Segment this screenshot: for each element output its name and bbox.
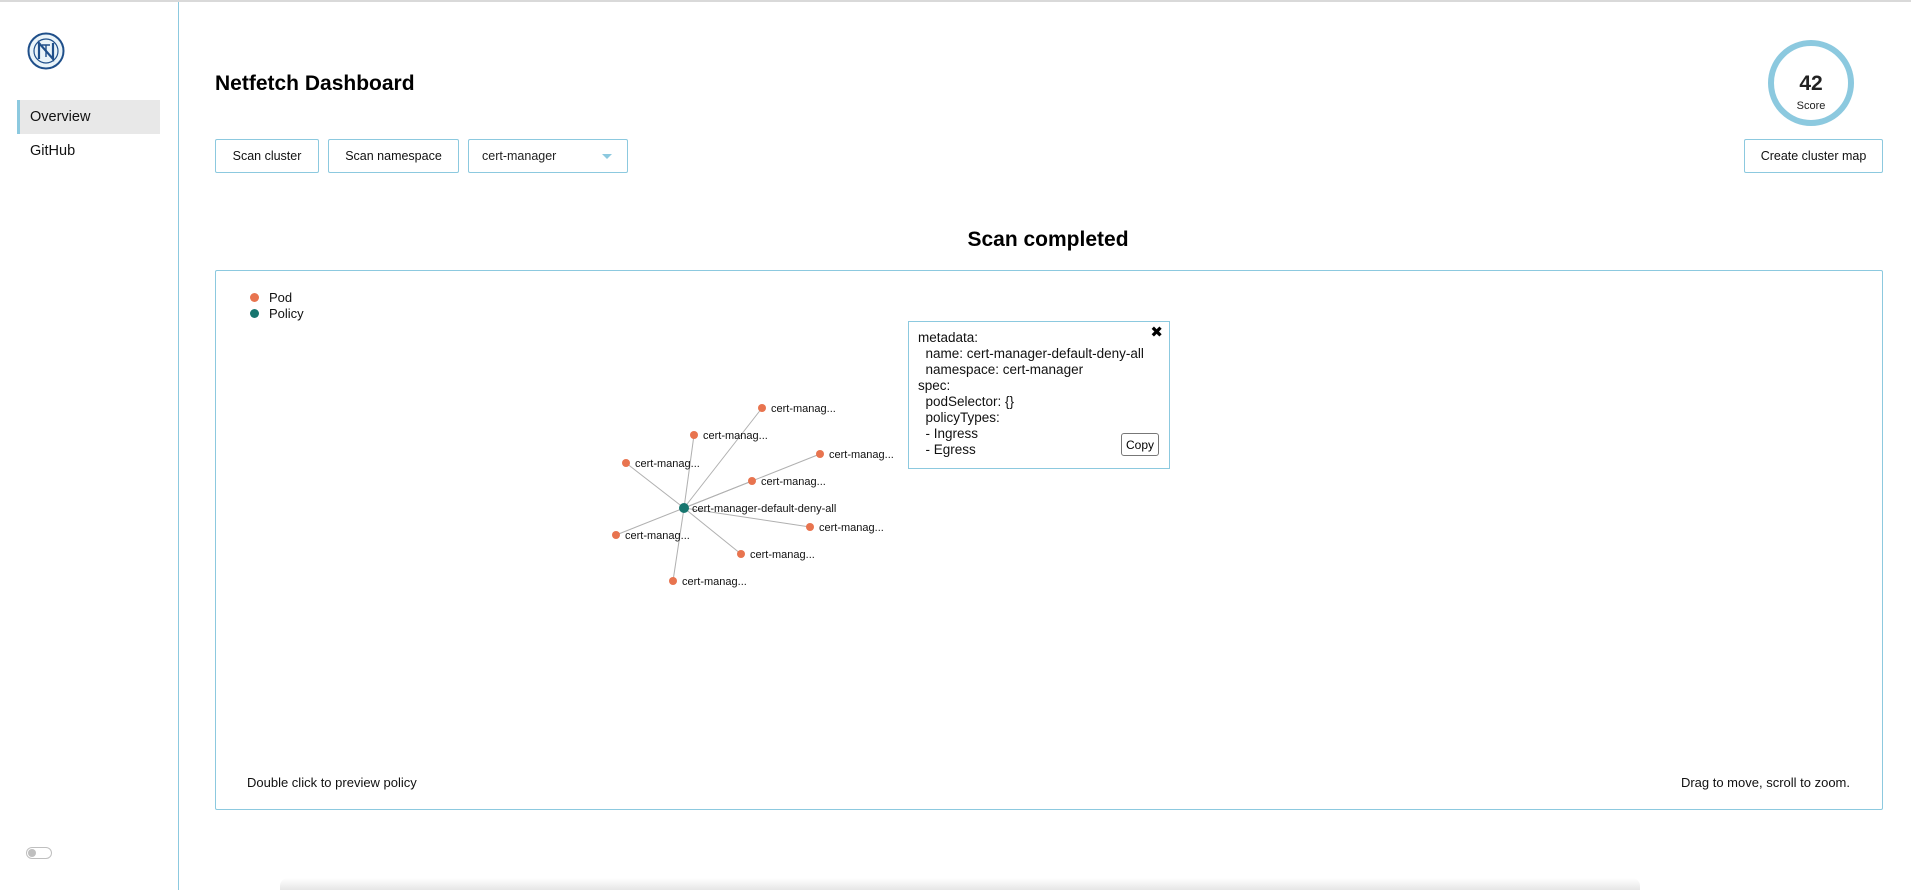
copy-button[interactable]: Copy bbox=[1120, 433, 1159, 456]
hint-navigation: Drag to move, scroll to zoom. bbox=[1680, 775, 1850, 790]
namespace-select[interactable]: cert-manager bbox=[468, 139, 628, 173]
graph-edge bbox=[683, 507, 742, 555]
namespace-select-value: cert-manager bbox=[482, 149, 557, 163]
page-title: Netfetch Dashboard bbox=[215, 72, 415, 95]
pod-node-label: cert-manag... bbox=[625, 530, 690, 542]
network-graph[interactable]: cert-manag... cert-manag... cert-manag..… bbox=[216, 271, 1884, 811]
graph-edge bbox=[615, 507, 685, 536]
policy-node-label: cert-manager-default-deny-all bbox=[692, 503, 836, 515]
pod-node-label: cert-manag... bbox=[682, 576, 747, 588]
policy-preview-popup: metadata: name: cert-manager-default-den… bbox=[908, 321, 1170, 469]
pod-node[interactable] bbox=[806, 523, 814, 531]
graph-edge bbox=[683, 434, 695, 509]
graph-edge bbox=[683, 507, 811, 528]
pod-node[interactable] bbox=[737, 550, 745, 558]
graph-edges bbox=[615, 407, 821, 582]
score-gauge: 42 Score bbox=[1767, 39, 1855, 127]
policy-legend-dot bbox=[250, 309, 259, 318]
policy-node[interactable] bbox=[679, 503, 689, 513]
create-cluster-map-button[interactable]: Create cluster map bbox=[1744, 139, 1883, 173]
graph-edge bbox=[683, 407, 763, 509]
scan-cluster-button[interactable]: Scan cluster bbox=[215, 139, 319, 173]
score-ring bbox=[1768, 40, 1854, 126]
sidebar: Overview GitHub bbox=[0, 2, 179, 890]
sidebar-item-overview[interactable]: Overview bbox=[17, 100, 160, 134]
legend-policy: Policy bbox=[250, 306, 304, 321]
hint-preview: Double click to preview policy bbox=[247, 775, 417, 790]
sidebar-item-github[interactable]: GitHub bbox=[30, 143, 76, 159]
scan-namespace-button[interactable]: Scan namespace bbox=[328, 139, 459, 173]
pod-node[interactable] bbox=[622, 459, 630, 467]
pod-node[interactable] bbox=[748, 477, 756, 485]
toggle-knob bbox=[28, 849, 36, 857]
close-icon[interactable]: ✖ bbox=[1150, 324, 1163, 341]
pod-node[interactable] bbox=[816, 450, 824, 458]
bottom-panel-shadow bbox=[280, 878, 1640, 890]
pod-node-label: cert-manag... bbox=[750, 549, 815, 561]
pod-node-label: cert-manag... bbox=[703, 430, 768, 442]
graph-nodes[interactable]: cert-manag... cert-manag... cert-manag..… bbox=[612, 403, 894, 588]
scan-status: Scan completed bbox=[967, 228, 1129, 251]
pod-node[interactable] bbox=[758, 404, 766, 412]
legend-pod: Pod bbox=[250, 290, 292, 305]
chevron-down-icon bbox=[602, 154, 612, 159]
pod-node[interactable] bbox=[669, 577, 677, 585]
graph-panel[interactable]: Pod Policy cert-manag... cert-manag... c… bbox=[215, 270, 1883, 810]
pod-legend-dot bbox=[250, 293, 259, 302]
pod-node-label: cert-manag... bbox=[761, 476, 826, 488]
graph-edge bbox=[683, 480, 753, 509]
graph-edge bbox=[672, 507, 685, 582]
score-label: Score bbox=[1796, 100, 1826, 112]
theme-toggle[interactable] bbox=[26, 847, 52, 859]
pod-node-label: cert-manag... bbox=[635, 458, 700, 470]
pod-node-label: cert-manag... bbox=[829, 449, 894, 461]
graph-edge bbox=[625, 462, 685, 509]
pod-node[interactable] bbox=[690, 431, 698, 439]
pod-node-label: cert-manag... bbox=[771, 403, 836, 415]
legend-pod-label: Pod bbox=[269, 290, 293, 305]
netfetch-logo[interactable] bbox=[27, 32, 65, 70]
score-value: 42 bbox=[1799, 72, 1823, 95]
window-top-border bbox=[0, 0, 1911, 2]
pod-node-label: cert-manag... bbox=[819, 522, 884, 534]
policy-yaml: metadata: name: cert-manager-default-den… bbox=[918, 330, 1144, 457]
legend-policy-label: Policy bbox=[269, 306, 304, 321]
pod-node[interactable] bbox=[612, 531, 620, 539]
